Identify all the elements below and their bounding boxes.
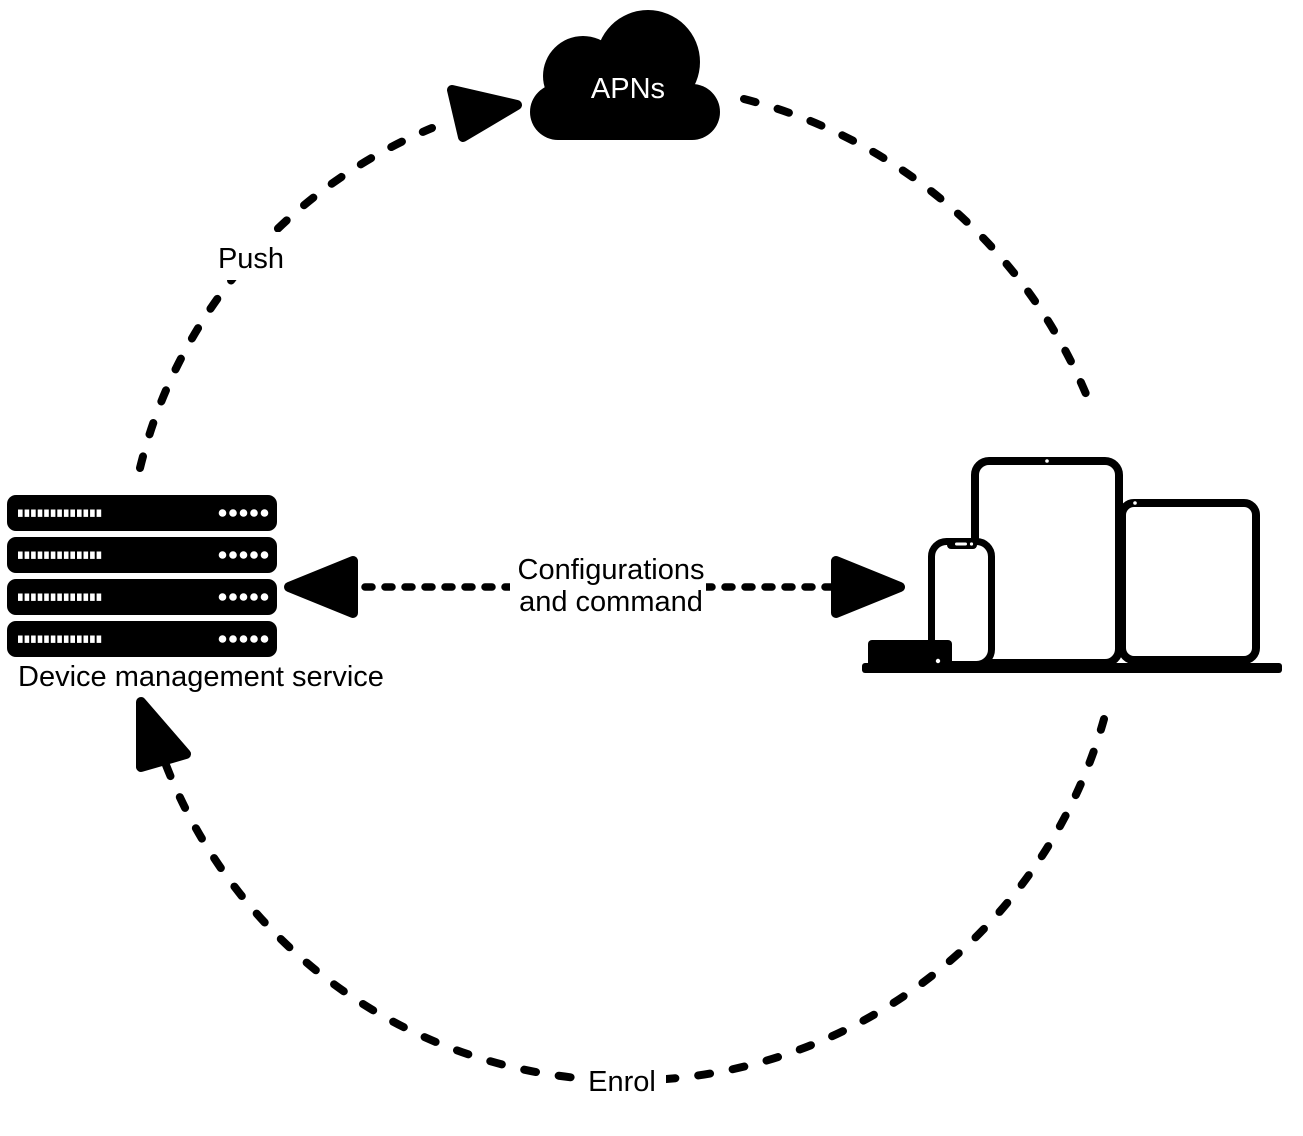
iphone-speaker bbox=[955, 542, 967, 546]
cloud-icon: APNs bbox=[530, 10, 720, 140]
devices-group bbox=[862, 457, 1282, 673]
iphone-icon bbox=[928, 538, 995, 668]
macbook-camera-dot bbox=[1133, 501, 1137, 505]
apns-label: APNs bbox=[591, 73, 665, 105]
enrol-arc bbox=[162, 715, 1108, 1085]
configurations-label-line2: and command bbox=[519, 586, 703, 618]
mac-mini-icon bbox=[868, 640, 952, 669]
enrol-label-gap bbox=[578, 1056, 666, 1104]
server-rack-icon bbox=[7, 495, 277, 657]
arrowhead-to-devices-horizontal bbox=[831, 556, 905, 618]
service-label: Device management service bbox=[18, 661, 384, 693]
iphone-camera-dot bbox=[969, 542, 974, 546]
cloud-to-devices-arc bbox=[740, 95, 1096, 413]
arrowhead-to-service-horizontal bbox=[284, 556, 358, 618]
configurations-label-gap bbox=[510, 548, 706, 622]
enrol-label: Enrol bbox=[588, 1066, 656, 1098]
ipad-camera-dot bbox=[1045, 459, 1049, 463]
arrowhead-to-cloud bbox=[447, 85, 522, 142]
mac-mini-light bbox=[935, 658, 941, 664]
push-arc bbox=[136, 124, 436, 472]
push-label: Push bbox=[218, 243, 284, 275]
ipad-icon bbox=[971, 457, 1123, 667]
arrowhead-to-service bbox=[136, 697, 191, 772]
configurations-label-line1: Configurations bbox=[518, 554, 705, 586]
push-label-gap bbox=[206, 232, 298, 280]
macbook-icon bbox=[1118, 499, 1260, 664]
